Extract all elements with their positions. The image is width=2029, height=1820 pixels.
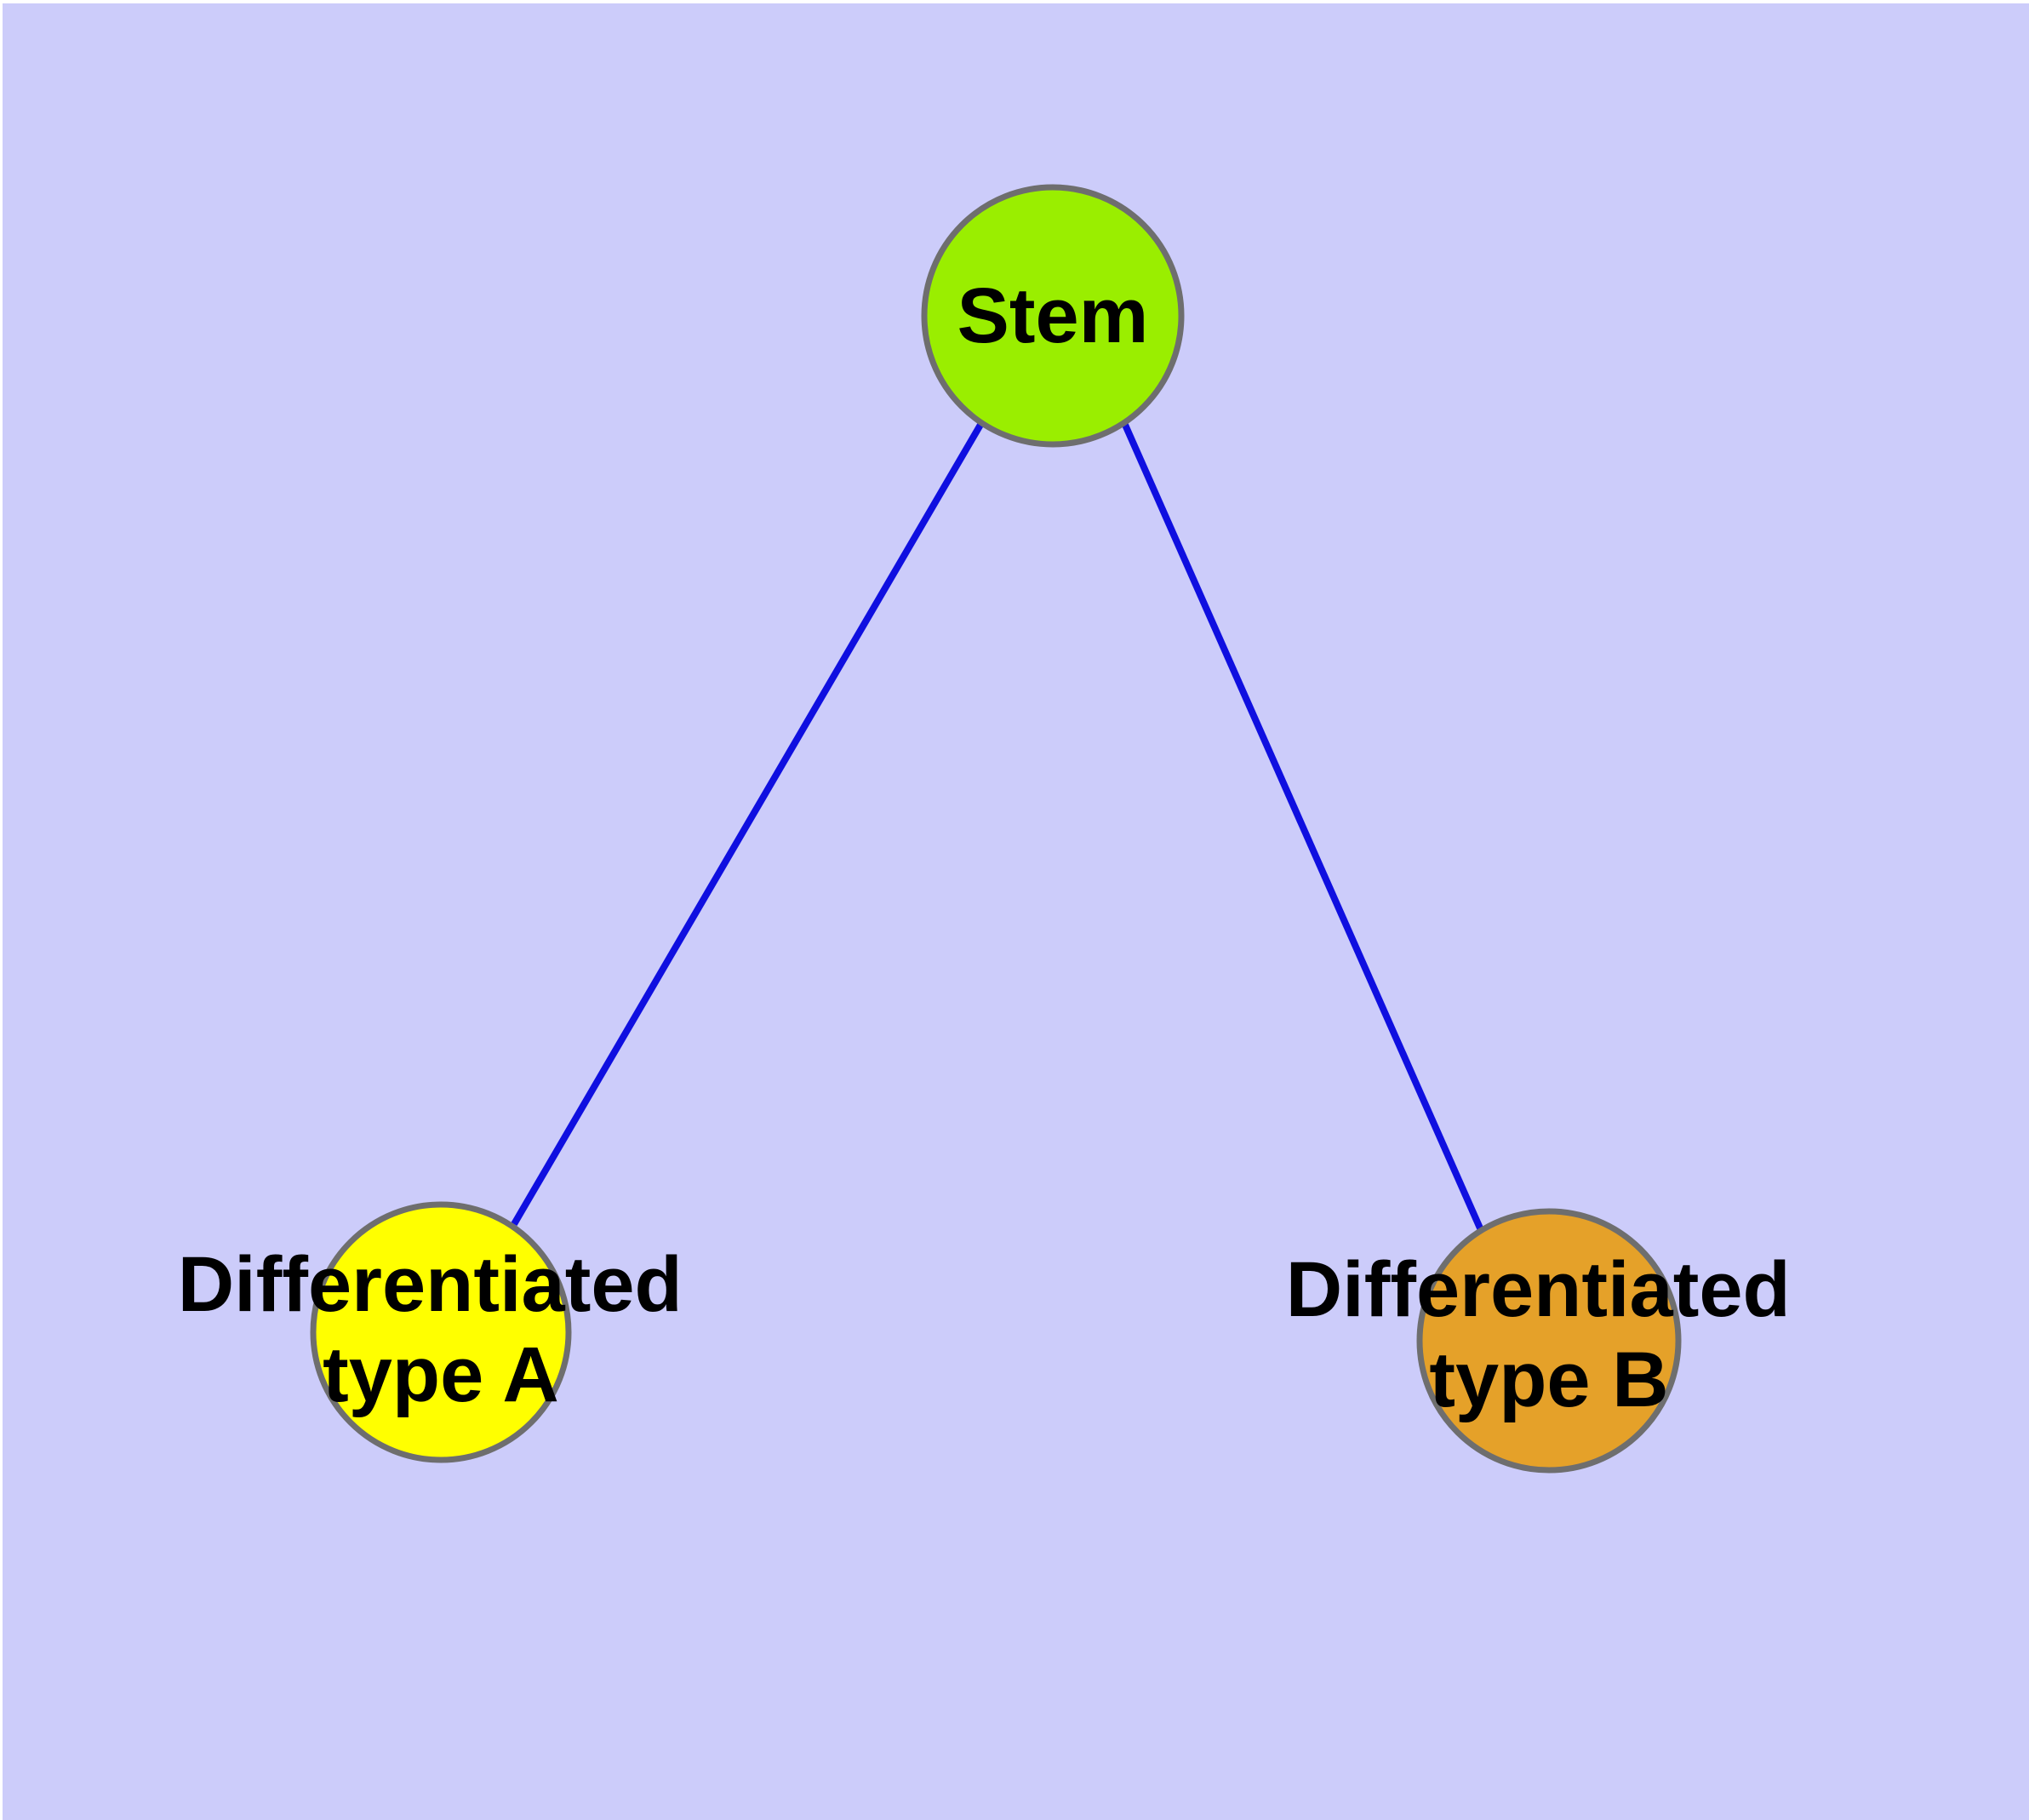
- node-stem[interactable]: [921, 184, 1185, 448]
- node-label-differentiated-type-b-line1: Differentiated: [1286, 1246, 1791, 1333]
- edge-stem-to-differentiated-type-b[interactable]: [1122, 423, 1484, 1232]
- node-label-differentiated-type-a-line2: type A: [323, 1331, 559, 1418]
- node-label-stem: Stem: [957, 272, 1149, 359]
- node-label-differentiated-type-a-line1: Differentiated: [178, 1241, 683, 1328]
- node-label-stem-line1: Stem: [957, 272, 1149, 359]
- node-label-differentiated-type-a: Differentiated type A: [178, 1241, 705, 1418]
- node-label-differentiated-type-b: Differentiated type B: [1286, 1246, 1813, 1423]
- node-differentiated-type-b[interactable]: [1416, 1208, 1682, 1474]
- node-label-differentiated-type-b-line2: type B: [1429, 1336, 1668, 1423]
- labels-layer: Stem Differentiated type A Differentiate…: [178, 272, 1813, 1423]
- edge-stem-to-differentiated-type-a[interactable]: [511, 422, 984, 1227]
- nodes-layer: [310, 184, 1682, 1474]
- node-differentiated-type-a[interactable]: [310, 1201, 572, 1463]
- edges-layer: [511, 422, 1484, 1232]
